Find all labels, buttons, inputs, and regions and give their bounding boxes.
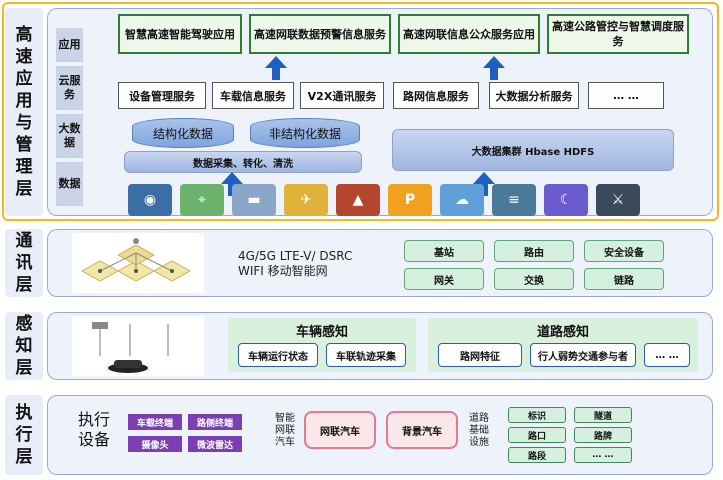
background-car: 背景汽车 — [386, 411, 458, 449]
roadside-sensor-illustration — [72, 316, 204, 376]
connected-car: 网联汽车 — [304, 411, 376, 449]
parking-icon: P — [388, 184, 432, 216]
vehicle-track-collection: 车联轨迹采集 — [326, 343, 406, 367]
sublabel-data: 数据 — [56, 162, 83, 206]
comm-security-device: 安全设备 — [584, 240, 664, 262]
vehicle-running-state: 车辆运行状态 — [238, 343, 318, 367]
service-v2x: V2X通讯服务 — [300, 82, 384, 109]
travel-app-icon: ✈ — [284, 184, 328, 216]
vehicle-perception-title: 车辆感知 — [295, 325, 348, 340]
road-perception-title: 道路感知 — [536, 325, 589, 340]
layer-label-application: 高速应用与管理层 — [5, 8, 43, 216]
execution-equipment-label: 执行设备 — [77, 410, 110, 449]
comm-switch: 交换 — [494, 268, 574, 290]
data-chart-icon: ≡ — [492, 184, 536, 216]
connected-vehicle-label: 智能网联汽车 — [275, 413, 295, 448]
unstructured-data-store: 非结构化数据 — [250, 118, 360, 148]
map-pin-icon: ◉ — [128, 184, 172, 216]
road-more: … … — [574, 447, 632, 463]
layer-label-communication: 通讯层 — [5, 229, 43, 297]
network-topology-diagram — [72, 233, 204, 293]
road-signboard: 路牌 — [574, 427, 632, 443]
layer-label-execution: 执行层 — [5, 395, 43, 475]
road-sign: 标识 — [508, 407, 566, 423]
service-vehicle-info: 车载信息服务 — [212, 82, 294, 109]
service-road-network: 路网信息服务 — [393, 82, 479, 109]
service-more: … … — [588, 82, 664, 109]
weather-icon: ☁ — [440, 184, 484, 216]
road-intersection: 路口 — [508, 427, 566, 443]
app-data-warning: 高速网联数据预警信息服务 — [249, 14, 391, 54]
bigdata-cluster-box: 大数据集群 Hbase HDFS — [392, 129, 674, 171]
sublabel-bigdata: 大数据 — [56, 114, 83, 158]
comm-router: 路由 — [494, 240, 574, 262]
game-icon: ⚔ — [596, 184, 640, 216]
app-traffic-control: 高速公路管控与智慧调度服务 — [547, 14, 689, 54]
car-app-icon: ▲ — [336, 184, 380, 216]
data-processing-box: 数据采集、转化、清洗 — [124, 151, 362, 173]
device-microwave-radar: 微波雷达 — [188, 436, 242, 452]
comm-protocols-line2: WIFI 移动智能网 — [238, 264, 328, 278]
device-camera: 摄像头 — [128, 436, 182, 452]
road-infrastructure-label: 道路基础设施 — [469, 413, 489, 448]
app-public-service: 高速网联信息公众服务应用 — [398, 14, 540, 54]
comm-gateway: 网关 — [404, 268, 484, 290]
comm-base-station: 基站 — [404, 240, 484, 262]
application-layer-highlight — [2, 2, 719, 221]
device-vehicle-terminal: 车载终端 — [128, 414, 182, 430]
maps-app-icon: ⌖ — [180, 184, 224, 216]
comm-protocols-line1: 4G/5G LTE-V/ DSRC — [238, 249, 353, 263]
road-perception-more: … … — [644, 343, 690, 367]
moon-weather-icon: ☾ — [544, 184, 588, 216]
road-tunnel: 隧道 — [574, 407, 632, 423]
layer-label-perception: 感知层 — [5, 312, 43, 380]
sublabel-cloud: 云服务 — [56, 66, 83, 110]
train-icon: ▬ — [232, 184, 276, 216]
device-roadside-terminal: 路侧终端 — [188, 414, 242, 430]
vulnerable-road-users: 行人弱势交通参与者 — [530, 343, 636, 367]
service-device-management: 设备管理服务 — [118, 82, 206, 109]
service-bigdata-analysis: 大数据分析服务 — [489, 82, 579, 109]
comm-link: 链路 — [584, 268, 664, 290]
road-segment: 路段 — [508, 447, 566, 463]
sublabel-application: 应用 — [56, 28, 83, 62]
road-network-features: 路网特征 — [438, 343, 522, 367]
app-smart-driving: 智慧高速智能驾驶应用 — [118, 14, 242, 54]
structured-data-store: 结构化数据 — [132, 118, 234, 148]
